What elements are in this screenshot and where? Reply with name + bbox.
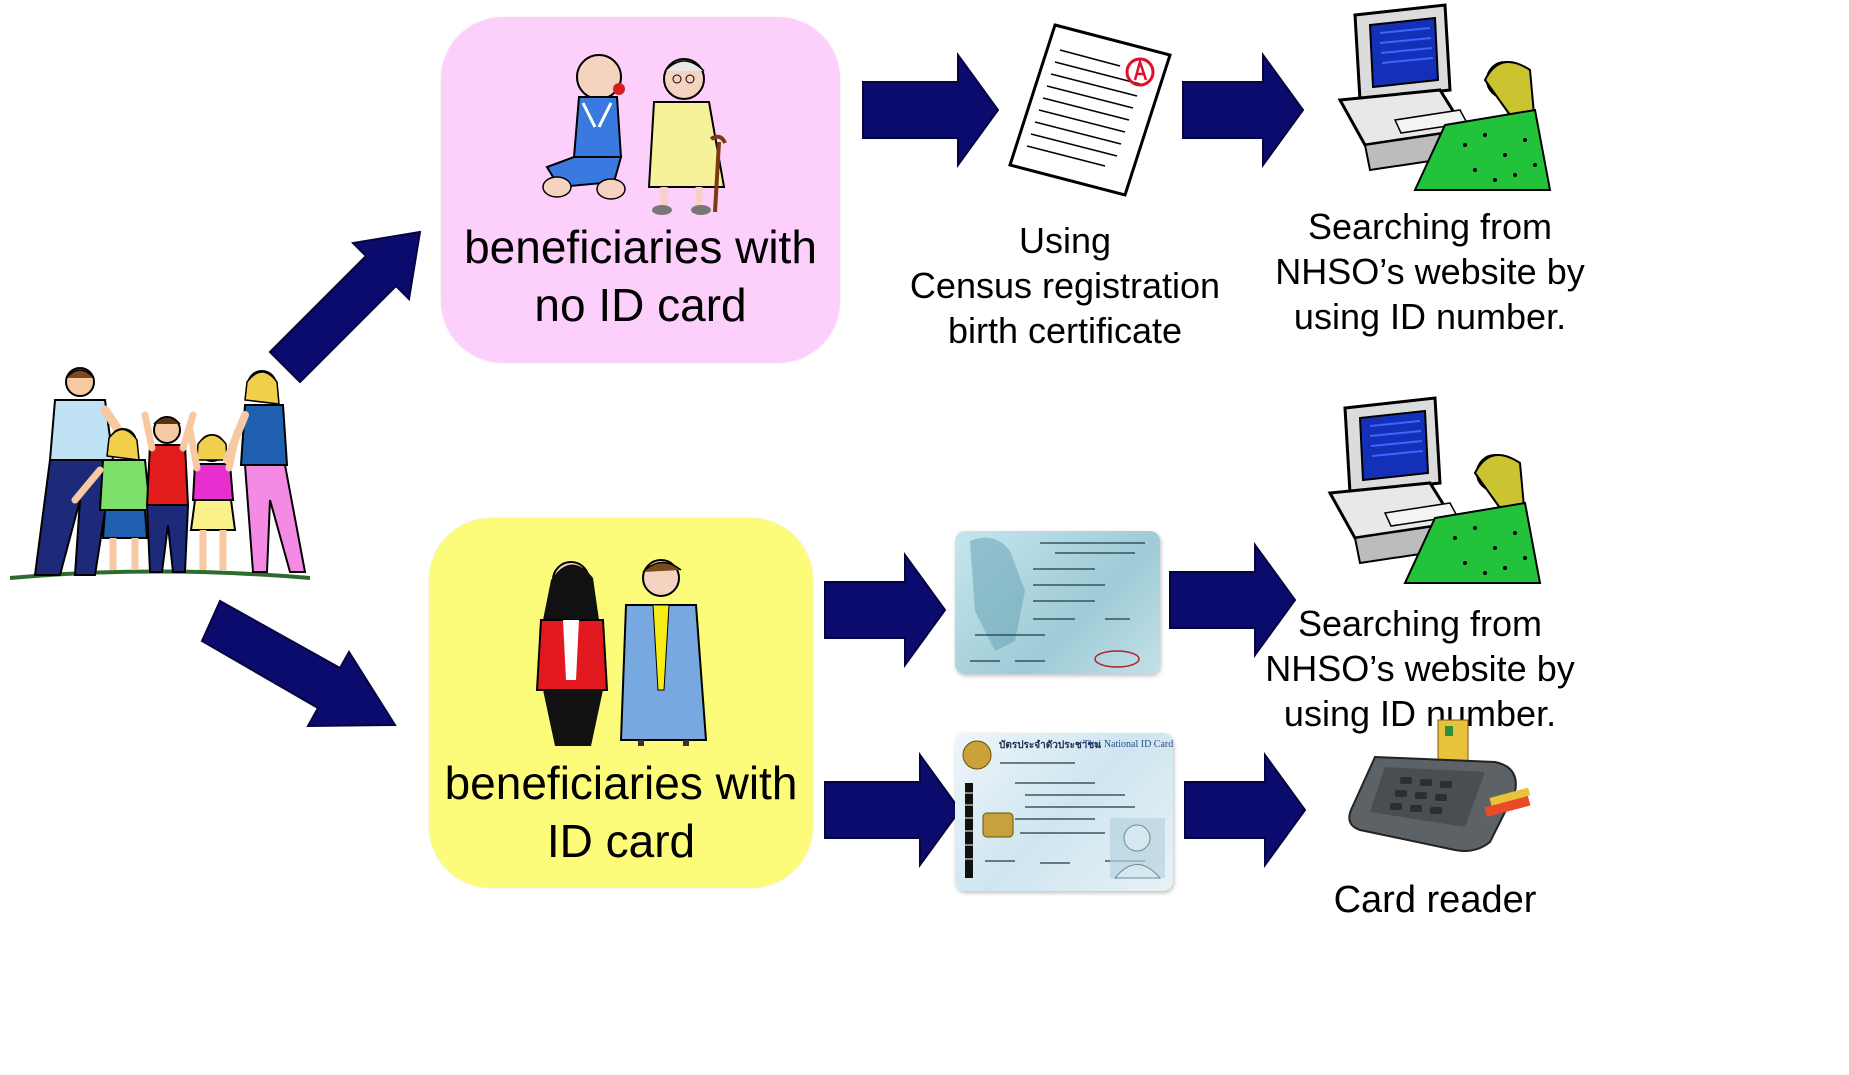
family-group-icon <box>5 360 315 585</box>
person-at-computer-icon <box>1335 3 1552 200</box>
card-reader-caption: Card reader <box>1333 879 1537 921</box>
no-id-card-label: beneficiaries with no ID card <box>464 221 817 331</box>
with-id-card-label: beneficiaries with ID card <box>444 757 798 867</box>
smart-id-card-icon: บัตรประจำตัวประชาชน Thai National ID Car… <box>955 733 1173 891</box>
person-at-computer-icon <box>1325 396 1542 593</box>
card-reader-icon <box>1345 712 1535 857</box>
arrow-middle-2 <box>1169 541 1297 659</box>
arrow-top-2 <box>1182 51 1305 169</box>
arrow-bottom-1 <box>824 751 962 869</box>
arrow-to-with-id-box <box>200 595 400 735</box>
website-caption-top: Searching from NHSO’s website by using I… <box>1275 206 1585 337</box>
card-title-english: Thai National ID Card <box>1083 739 1173 750</box>
document-caption: Using Census registration birth certific… <box>909 220 1221 351</box>
old-id-card-icon <box>955 531 1160 674</box>
arrow-to-no-id-box <box>268 225 430 385</box>
website-caption-middle: Searching from NHSO’s website by using I… <box>1265 603 1575 734</box>
with-id-card-box: beneficiaries with ID card <box>429 518 813 888</box>
no-id-card-box: beneficiaries with no ID card <box>441 17 840 363</box>
birth-certificate-icon <box>1005 20 1175 200</box>
arrow-top-1 <box>862 51 1000 169</box>
man-and-woman-icon <box>521 550 721 746</box>
card-title-thai: บัตรประจำตัวประชาชน <box>999 740 1102 751</box>
baby-and-elderly-icon <box>539 47 739 217</box>
arrow-bottom-2 <box>1184 751 1307 869</box>
arrow-middle-1 <box>824 551 947 669</box>
